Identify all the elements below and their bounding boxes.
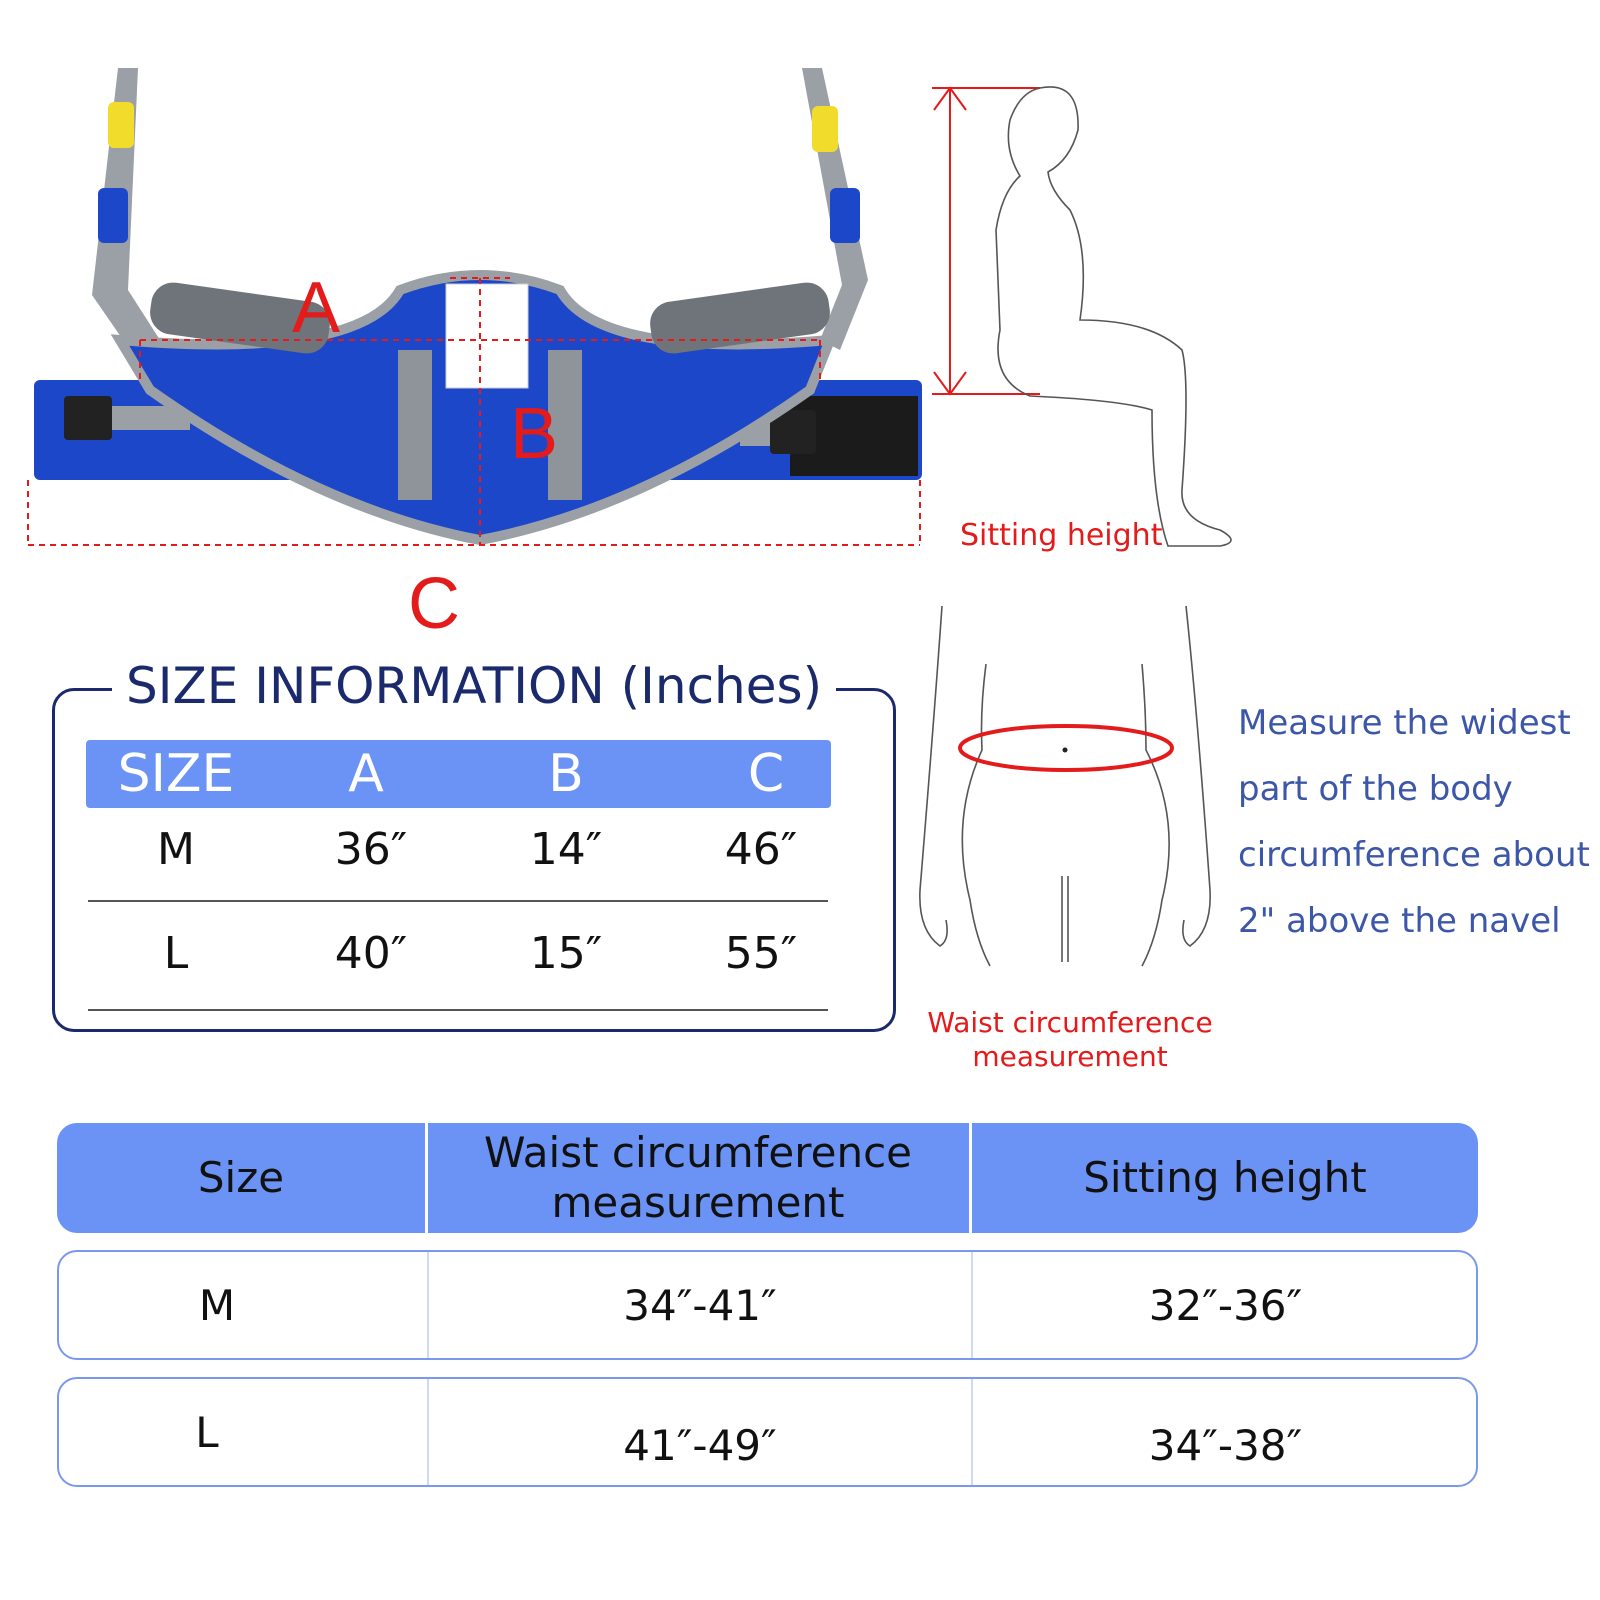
size-info-title: SIZE INFORMATION (Inches)	[112, 656, 837, 716]
size-header-c: C	[747, 744, 785, 804]
size-info-row: M 36″ 14″ 46″	[86, 824, 831, 888]
sitting-figure	[932, 86, 1232, 547]
left-pad	[150, 282, 330, 354]
right-blue-loop	[830, 188, 860, 243]
row-separator	[971, 1252, 973, 1358]
sitting-height-label: Sitting height	[960, 518, 1163, 553]
header-separator	[969, 1123, 972, 1233]
navel-mark	[1062, 747, 1068, 753]
dimension-lines	[27, 277, 921, 546]
dimension-c-label: C	[408, 564, 460, 644]
b-cell: 14″	[529, 824, 603, 875]
row-sitting-height: 34″-38″	[1148, 1420, 1303, 1470]
waist-measurement-label: Waist circumference measurement	[927, 1006, 1213, 1074]
size-header-b: B	[548, 744, 584, 804]
measurement-table-header: Size Waist circumference measurement Sit…	[57, 1123, 1478, 1233]
left-buckle	[64, 396, 112, 440]
header-size: Size	[197, 1152, 285, 1202]
size-header-size: SIZE	[117, 744, 235, 804]
size-header-a: A	[348, 744, 384, 804]
row-size: M	[198, 1280, 236, 1330]
sling-drawing	[27, 68, 922, 546]
waist-measure-ring	[958, 724, 1174, 772]
left-blue-loop	[98, 188, 128, 243]
size-cell: M	[157, 824, 195, 875]
label-tag	[445, 283, 529, 389]
size-info-divider	[88, 1009, 828, 1011]
c-cell: 46″	[724, 824, 798, 875]
right-buckle	[770, 410, 816, 454]
row-separator	[427, 1252, 429, 1358]
sitting-height-arrow	[932, 86, 1040, 396]
header-separator	[425, 1123, 428, 1233]
right-yellow-loop	[812, 106, 838, 152]
row-waist: 41″-49″	[623, 1420, 777, 1470]
measurement-row-l: L 41″-49″ 34″-38″	[57, 1377, 1478, 1487]
sling-illustration: A B C	[0, 40, 940, 640]
size-info-header: SIZE A B C	[86, 740, 831, 808]
left-yellow-loop	[108, 102, 134, 148]
dimension-b-label: B	[510, 394, 559, 474]
dimension-a-label: A	[292, 268, 341, 348]
size-info-row: L 40″ 15″ 55″	[86, 928, 831, 992]
header-waist: Waist circumference measurement	[483, 1127, 913, 1227]
b-cell: 15″	[529, 928, 603, 979]
row-separator	[971, 1379, 973, 1485]
measure-instruction: Measure the widest part of the body circ…	[1238, 703, 1590, 941]
size-info-divider	[88, 900, 828, 902]
size-cell: L	[163, 928, 189, 979]
waist-figure	[919, 605, 1211, 967]
row-waist: 34″-41″	[623, 1280, 777, 1330]
header-sitting-height: Sitting height	[1083, 1152, 1367, 1202]
a-cell: 40″	[334, 928, 408, 979]
row-separator	[427, 1379, 429, 1485]
measurement-row-m: M 34″-41″ 32″-36″	[57, 1250, 1478, 1360]
c-cell: 55″	[724, 928, 798, 979]
sitting-person-outline	[995, 86, 1232, 547]
row-size: L	[195, 1407, 219, 1457]
right-pad	[650, 282, 830, 354]
row-sitting-height: 32″-36″	[1148, 1280, 1303, 1330]
torso-outline	[919, 605, 1211, 967]
center-strap-left	[398, 350, 432, 500]
center-strap-right	[548, 350, 582, 500]
a-cell: 36″	[334, 824, 408, 875]
